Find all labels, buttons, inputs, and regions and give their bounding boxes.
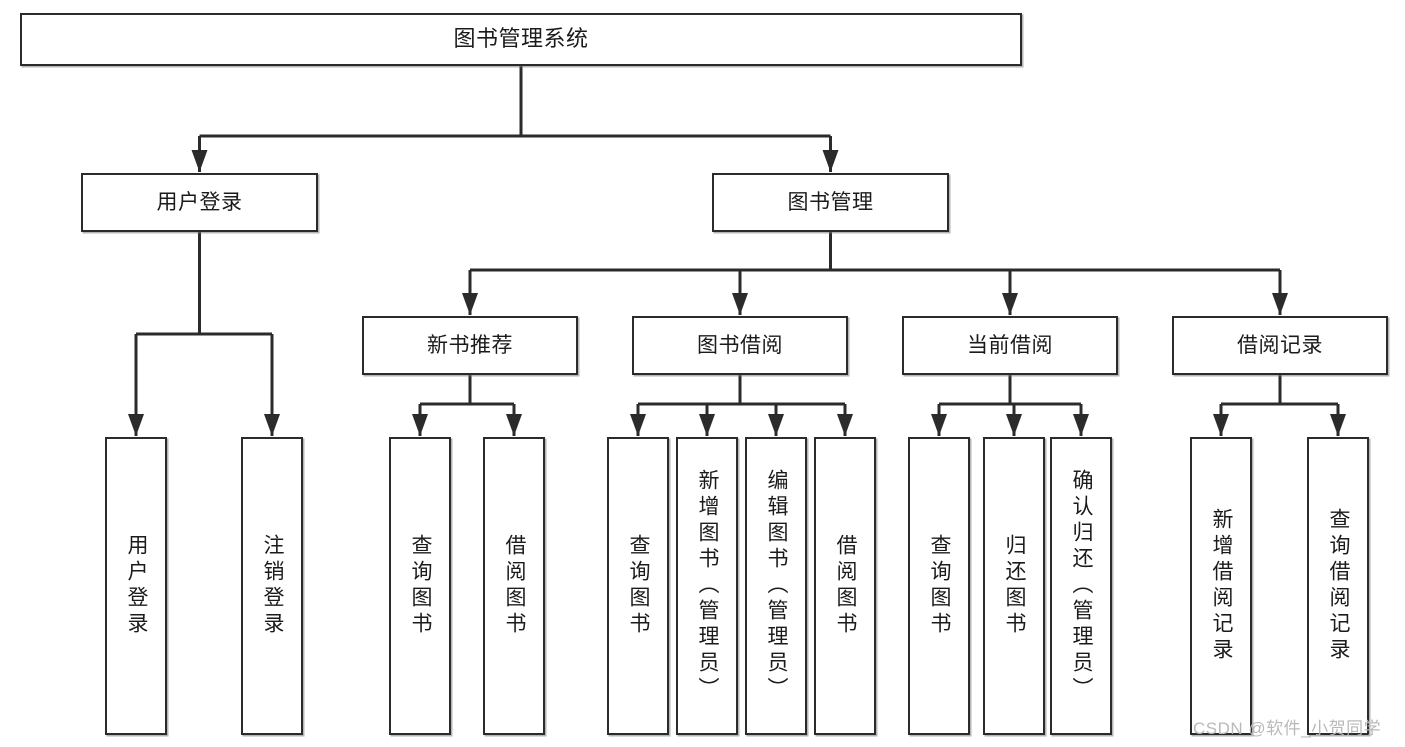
- node-label: 查询图书: [627, 534, 651, 638]
- leaf-node-leaf_11[interactable]: 新增借阅记录: [1190, 437, 1252, 735]
- node-label: 编辑图书（管理员）: [765, 469, 789, 703]
- node-label: 归还图书: [1003, 534, 1027, 638]
- node-label: 图书管理系统: [453, 26, 589, 52]
- leaf-node-leaf_1[interactable]: 注销登录: [241, 437, 303, 735]
- node-label: 当前借阅: [967, 333, 1053, 357]
- node-label: 新增借阅记录: [1210, 508, 1234, 664]
- leaf-node-leaf_2[interactable]: 查询图书: [389, 437, 451, 735]
- node-label: 新书推荐: [427, 333, 513, 357]
- node-label: 图书管理: [787, 190, 874, 214]
- node-label: 借阅图书: [503, 534, 527, 638]
- node-label: 借阅记录: [1237, 333, 1323, 357]
- node-label: 确认归还（管理员）: [1070, 469, 1094, 703]
- branch-node-l2_2[interactable]: 当前借阅: [902, 316, 1118, 375]
- leaf-node-leaf_3[interactable]: 借阅图书: [483, 437, 545, 735]
- leaf-node-leaf_0[interactable]: 用户登录: [105, 437, 167, 735]
- watermark-label: CSDN @软件_小贺同学: [1193, 719, 1382, 738]
- node-label: 图书借阅: [697, 333, 783, 357]
- node-label: 用户登录: [125, 534, 149, 638]
- root-node-root[interactable]: 图书管理系统: [20, 13, 1022, 66]
- leaf-node-leaf_6[interactable]: 编辑图书（管理员）: [745, 437, 807, 735]
- node-label: 借阅图书: [834, 534, 858, 638]
- node-label: 注销登录: [261, 534, 285, 638]
- leaf-node-leaf_5[interactable]: 新增图书（管理员）: [676, 437, 738, 735]
- node-label: 用户登录: [156, 190, 243, 214]
- branch-node-l1_0[interactable]: 用户登录: [81, 173, 318, 232]
- branch-node-l2_1[interactable]: 图书借阅: [632, 316, 848, 375]
- leaf-node-leaf_10[interactable]: 确认归还（管理员）: [1050, 437, 1112, 735]
- node-label: 新增图书（管理员）: [696, 469, 720, 703]
- branch-node-l1_1[interactable]: 图书管理: [712, 173, 949, 232]
- branch-node-l2_3[interactable]: 借阅记录: [1172, 316, 1388, 375]
- leaf-node-leaf_8[interactable]: 查询图书: [908, 437, 970, 735]
- node-label: 查询图书: [928, 534, 952, 638]
- branch-node-l2_0[interactable]: 新书推荐: [362, 316, 578, 375]
- leaf-node-leaf_9[interactable]: 归还图书: [983, 437, 1045, 735]
- node-label: 查询图书: [409, 534, 433, 638]
- leaf-node-leaf_12[interactable]: 查询借阅记录: [1307, 437, 1369, 735]
- node-label: 查询借阅记录: [1327, 508, 1351, 664]
- leaf-node-leaf_7[interactable]: 借阅图书: [814, 437, 876, 735]
- leaf-node-leaf_4[interactable]: 查询图书: [607, 437, 669, 735]
